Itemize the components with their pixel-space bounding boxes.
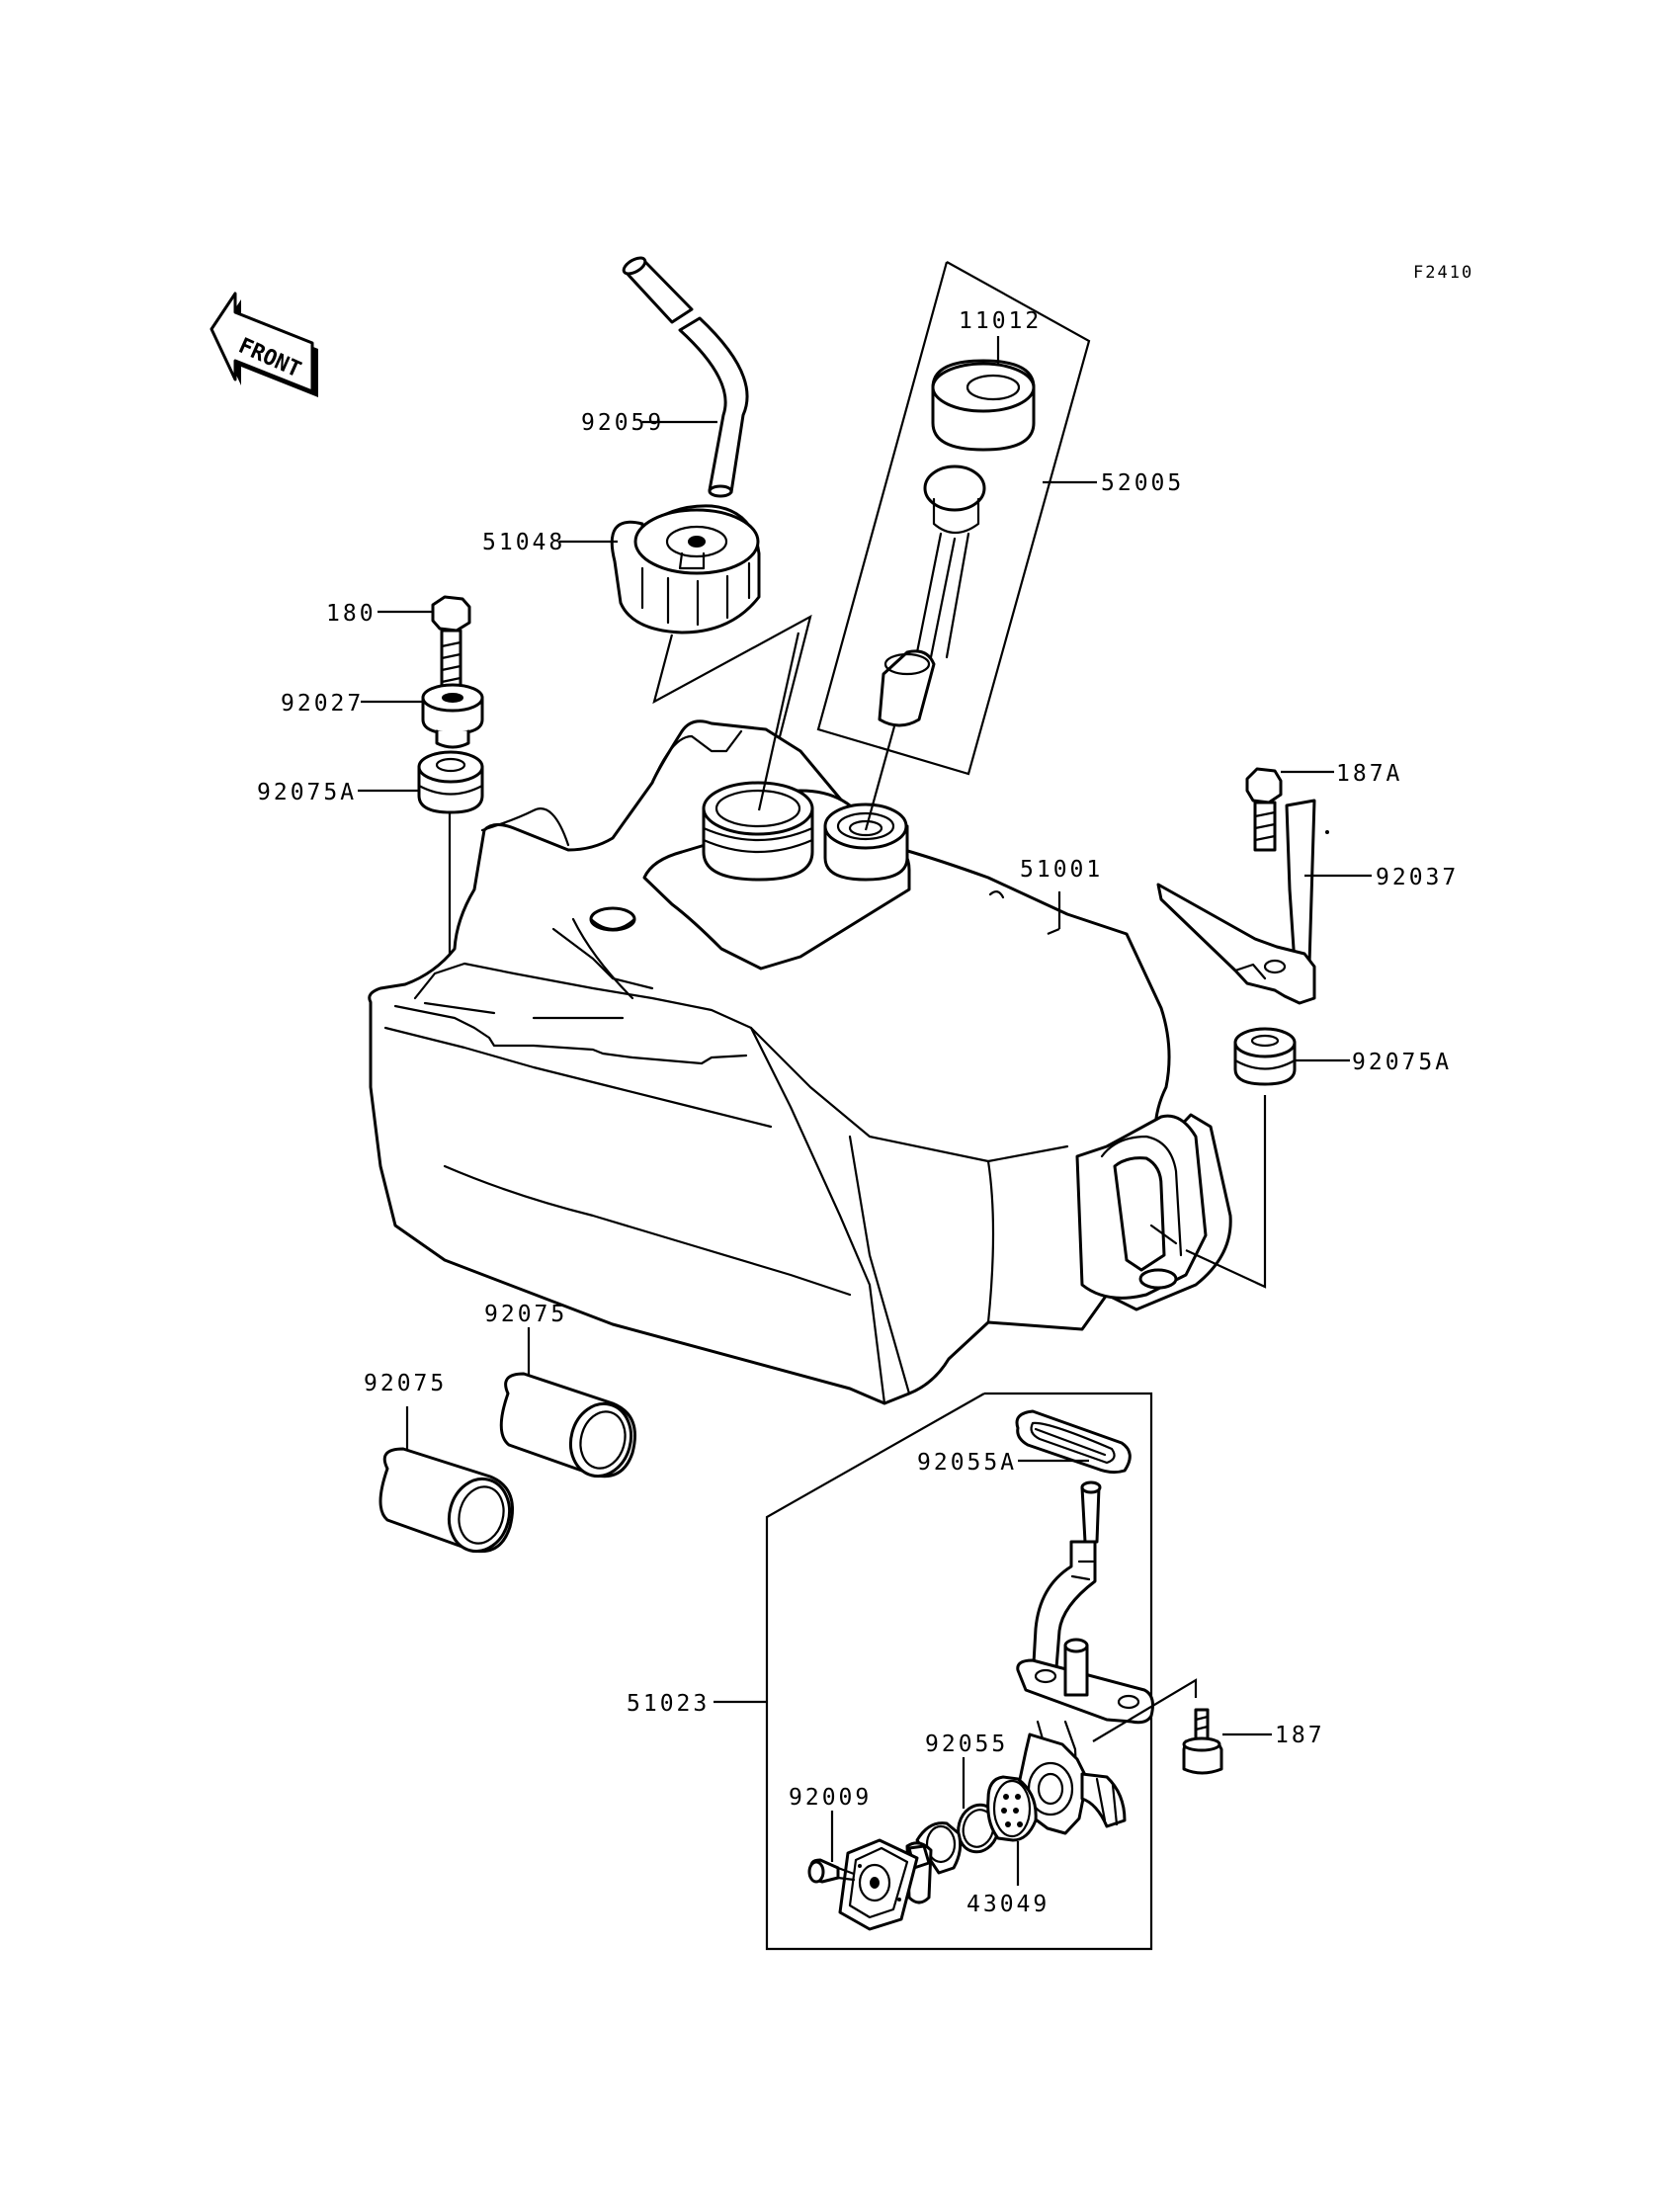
grommet-right (1233, 1027, 1297, 1086)
front-direction-arrow: FRONT (210, 292, 318, 397)
label-187: 187 (1275, 1723, 1325, 1748)
screw-92009 (807, 1858, 856, 1884)
figure-code: F2410 (1413, 263, 1473, 283)
label-187A: 187A (1336, 761, 1402, 787)
gauge-assembly (878, 359, 1036, 727)
label-92037: 92037 (1376, 865, 1459, 890)
fuel-cock-plate (838, 1838, 919, 1931)
label-11012: 11012 (959, 308, 1042, 334)
label-92075A-left: 92075A (257, 780, 357, 805)
label-92055: 92055 (925, 1732, 1008, 1757)
label-52005: 52005 (1101, 470, 1184, 496)
label-92055A: 92055A (917, 1450, 1017, 1476)
fuel-cap (610, 504, 761, 634)
gasket-92055A (1015, 1409, 1132, 1475)
label-43049: 43049 (966, 1892, 1050, 1917)
label-92027: 92027 (281, 691, 364, 717)
collar-92027 (421, 683, 484, 749)
label-51023: 51023 (627, 1691, 710, 1717)
label-180: 180 (326, 601, 377, 627)
label-92075A-right: 92075A (1352, 1050, 1452, 1075)
grommet-left (417, 750, 484, 814)
bolt-187A (1245, 767, 1283, 852)
fuel-cock (1016, 1480, 1154, 1835)
label-92009: 92009 (789, 1785, 872, 1811)
collar-92075-upper (499, 1372, 636, 1479)
filter-43049 (986, 1775, 1038, 1842)
bolt-180 (431, 595, 471, 694)
label-51001: 51001 (1020, 857, 1103, 883)
label-51048: 51048 (482, 530, 565, 555)
collar-92075-lower (378, 1447, 514, 1554)
label-92059: 92059 (581, 410, 664, 436)
label-92075-upper: 92075 (484, 1302, 567, 1327)
breather-hose (622, 256, 749, 498)
fuel-tank (368, 719, 1232, 1405)
tank-strap (1156, 799, 1316, 1005)
fuel-cock-lever (905, 1821, 963, 1904)
bolt-187 (1182, 1708, 1223, 1775)
label-92075-lower: 92075 (364, 1371, 447, 1396)
